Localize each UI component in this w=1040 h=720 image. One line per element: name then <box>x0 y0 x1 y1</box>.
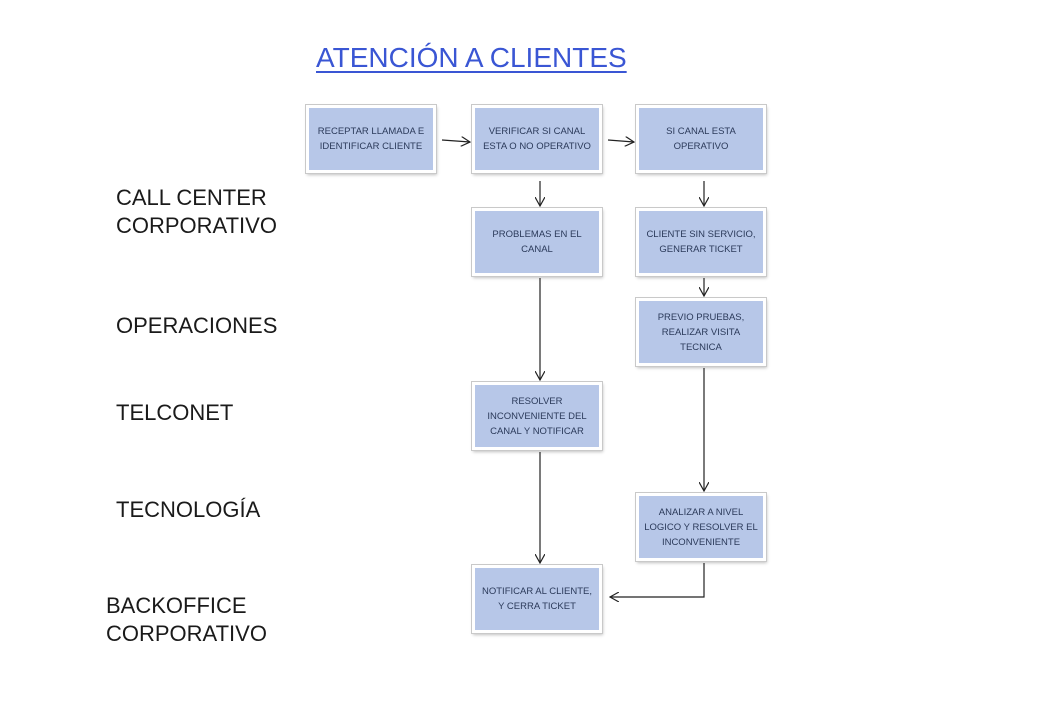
box-previo-label: PREVIO PRUEBAS, REALIZAR VISITA TECNICA <box>657 311 745 353</box>
box-verificar-canal: VERIFICAR SI CANAL ESTA O NO OPERATIVO <box>472 105 602 173</box>
box-problemas-canal: PROBLEMAS EN EL CANAL <box>472 208 602 276</box>
lane-label-operaciones: OPERACIONES <box>116 313 278 338</box>
box-previo-pruebas: PREVIO PRUEBAS, REALIZAR VISITA TECNICA <box>636 298 766 366</box>
arrow-verificar-to-si-canal <box>607 140 634 142</box>
box-si-canal-operativo: SI CANAL ESTA OPERATIVO <box>636 105 766 173</box>
lane-label-tecnologia: TECNOLOGÍA <box>116 497 261 522</box>
box-receptar-label: RECEPTAR LLAMADA E IDENTIFICAR CLIENTE <box>317 126 425 152</box>
box-notificar-label: NOTIFICAR AL CLIENTE, Y CERRA TICKET <box>482 586 592 612</box>
box-notificar-cliente: NOTIFICAR AL CLIENTE, Y CERRA TICKET <box>472 565 602 633</box>
box-si-canal-label: SI CANAL ESTA OPERATIVO <box>666 126 736 152</box>
box-resolver-label: RESOLVER INCONVENIENTE DEL CANAL Y NOTIF… <box>487 395 587 437</box>
lane-label-call-center: CALL CENTER CORPORATIVO <box>116 185 277 238</box>
box-analizar-nivel-logico: ANALIZAR A NIVEL LOGICO Y RESOLVER EL IN… <box>636 493 766 561</box>
box-problemas-label: PROBLEMAS EN EL CANAL <box>492 229 582 255</box>
box-cliente-sin-servicio: CLIENTE SIN SERVICIO, GENERAR TICKET <box>636 208 766 276</box>
diagram-title: ATENCIÓN A CLIENTES <box>316 42 627 73</box>
arrow-analizar-to-notificar <box>610 563 705 597</box>
arrow-receptar-to-verificar <box>441 140 470 142</box>
box-analizar-label: ANALIZAR A NIVEL LOGICO Y RESOLVER EL IN… <box>644 506 758 548</box>
lane-label-backoffice: BACKOFFICE CORPORATIVO <box>106 593 267 646</box>
box-resolver-inconveniente: RESOLVER INCONVENIENTE DEL CANAL Y NOTIF… <box>472 382 602 450</box>
box-receptar-llamada: RECEPTAR LLAMADA E IDENTIFICAR CLIENTE <box>306 105 436 173</box>
box-verificar-label: VERIFICAR SI CANAL ESTA O NO OPERATIVO <box>483 126 591 152</box>
box-cliente-sin-label: CLIENTE SIN SERVICIO, GENERAR TICKET <box>646 229 756 255</box>
lane-label-telconet: TELCONET <box>116 400 234 425</box>
